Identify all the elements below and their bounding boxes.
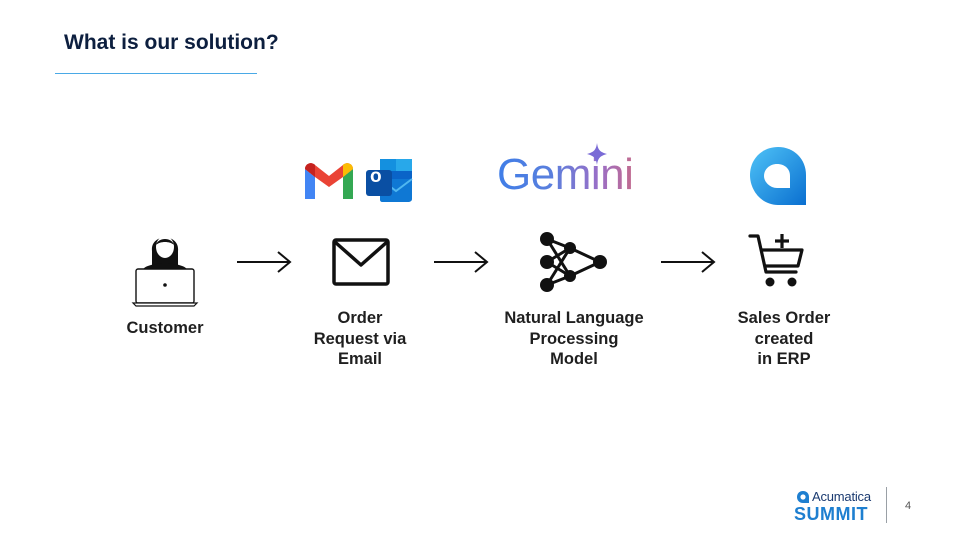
page-number: 4 [905, 500, 912, 512]
step-label-nlp-model: Natural Language Processing Model [504, 309, 644, 368]
footer-divider [886, 487, 887, 523]
gemini-wordmark-logo: Gemini [497, 150, 634, 199]
step-label-sales-order: Sales Order created in ERP [737, 309, 831, 368]
envelope-icon [332, 238, 390, 286]
customer-laptop-icon [131, 236, 199, 307]
outlook-logo-icon [366, 159, 413, 202]
outlook-logo-letter: o [370, 166, 382, 187]
arrow-right-icon [237, 251, 292, 273]
gmail-logo-icon [305, 163, 353, 199]
acumatica-app-logo-icon [750, 147, 806, 205]
brand-summit: SUMMIT [794, 504, 868, 524]
step-label-order-request: Order Request via Email [313, 309, 407, 368]
gemini-sparkle-icon [587, 143, 607, 165]
cart-add-icon [748, 234, 804, 287]
slide-title: What is our solution? [64, 31, 279, 54]
brand-name: Acumatica [812, 489, 871, 504]
step-label-customer: Customer [126, 319, 204, 337]
acumatica-brand-icon [797, 491, 809, 503]
title-underline [55, 73, 257, 74]
arrow-right-icon [434, 251, 489, 273]
neural-network-icon [540, 232, 607, 292]
arrow-right-icon [661, 251, 716, 273]
